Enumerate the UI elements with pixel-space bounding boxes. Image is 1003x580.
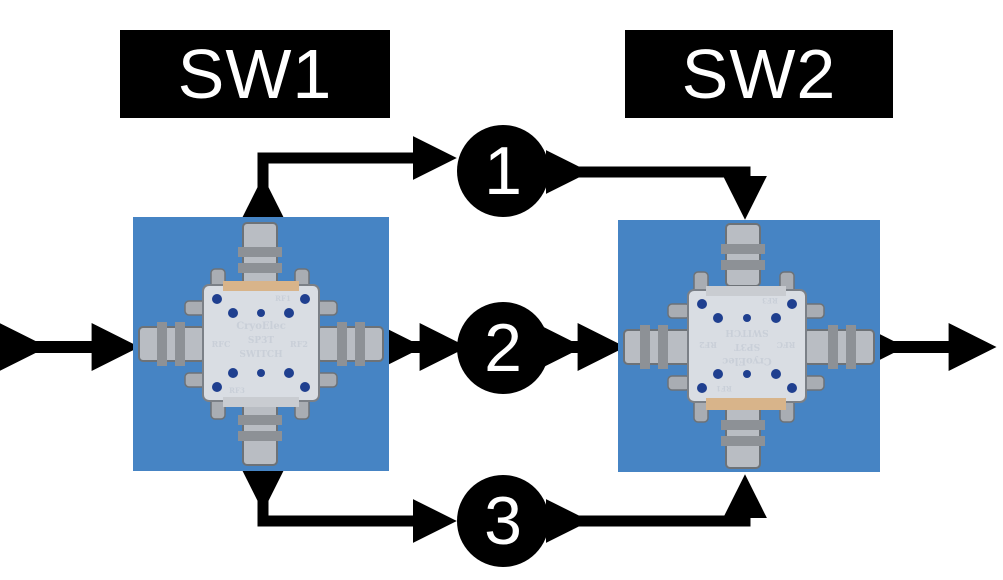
sw2-label: SW2 [625, 30, 893, 118]
port-1-marker: 1 [457, 125, 549, 217]
sw2-bottom-connector [721, 405, 765, 469]
sw1-left-connector [138, 322, 206, 366]
sw2-rf1-text: RF1 [716, 384, 732, 393]
sw1-brand-text: CryoElec [236, 321, 286, 332]
sw2-rf2-text: RF2 [699, 340, 717, 350]
sw1-model-text: SP3T [248, 336, 275, 346]
sw2-right-connector [803, 325, 875, 369]
sw1-rf1-text: RF1 [275, 294, 291, 303]
port-3-marker: 3 [457, 475, 549, 567]
sw1-rf3-text: RF3 [229, 386, 245, 395]
arrow-sw1-to-port-3 [241, 467, 457, 543]
sw2-left-connector [623, 325, 695, 369]
sw1-top-connector [238, 222, 282, 286]
sw2-rf3-text: RF3 [762, 296, 778, 305]
sw1-rf2-text: RF2 [290, 339, 308, 349]
port-1-number: 1 [484, 133, 522, 209]
port-2-number: 2 [484, 310, 522, 386]
sw2-rfc-text: RFC [777, 340, 796, 350]
sw2-model-text: SP3T [734, 341, 761, 351]
arrow-sw1-to-port-1 [241, 136, 457, 221]
sw2-brand-text: CryoElec [722, 355, 772, 366]
sw2-type-text: SWITCH [725, 327, 769, 337]
sw2-switch-photo: CryoElec SP3T SWITCH RFC RF2 RF1 RF3 [618, 220, 880, 472]
sw1-right-connector [316, 322, 384, 366]
sw2-top-connector [721, 223, 765, 287]
sw1-type-text: SWITCH [239, 350, 283, 360]
sw1-switch-photo: CryoElec SP3T SWITCH RFC RF2 RF1 RF3 [133, 217, 389, 471]
port-2-marker: 2 [457, 302, 549, 394]
sw1-rfc-text: RFC [212, 339, 231, 349]
arrow-port-1-to-sw2 [545, 150, 767, 220]
arrow-port-3-to-sw2 [545, 474, 767, 543]
port-3-number: 3 [484, 483, 522, 559]
sw1-bottom-connector [238, 402, 282, 466]
sw1-label: SW1 [120, 30, 390, 118]
